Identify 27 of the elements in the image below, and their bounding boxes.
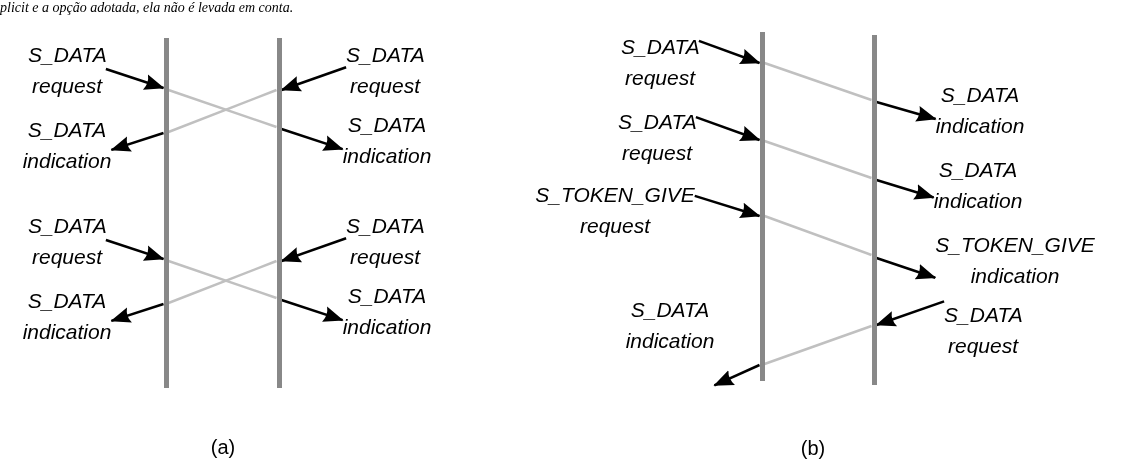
primitive-label: S_DATA request [944, 299, 1022, 361]
primitive-label: S_DATA indication [22, 285, 112, 347]
primitive-label: S_DATA indication [625, 294, 715, 386]
message-line [764, 214, 872, 257]
message-line [764, 324, 872, 366]
primitive-label: S_DATA request [346, 210, 424, 272]
message-line [764, 61, 872, 102]
primitive-label: S_DATA request [28, 210, 106, 272]
primitive-label: S_DATA request [618, 106, 696, 168]
primitive-label: S_DATA request [621, 31, 699, 93]
primitive-label: S_TOKEN_GIVE indication [935, 229, 1095, 291]
figure-caption: (a) [210, 435, 236, 459]
primitive-label: S_DATA indication [342, 109, 432, 171]
primitive-label: S_DATA request [346, 39, 424, 101]
primitive-label: S_DATA request [28, 39, 106, 101]
primitive-label: S_DATA indication [342, 280, 432, 342]
figure-caption: (b) [800, 436, 826, 460]
message-line [764, 139, 872, 180]
primitive-label: S_DATA indication [22, 114, 112, 176]
lifeline-bar [276, 38, 282, 388]
lifeline-bar [759, 32, 765, 381]
primitive-label: S_DATA indication [933, 154, 1023, 216]
lifeline-bar [871, 35, 877, 385]
primitive-label: S_DATA indication [935, 79, 1025, 141]
primitive-label: S_TOKEN_GIVE request [535, 179, 695, 241]
lifeline-bar [163, 38, 169, 388]
body-text-fragment: plicit e a opção adotada, ela não é levada em conta. [0, 0, 294, 16]
